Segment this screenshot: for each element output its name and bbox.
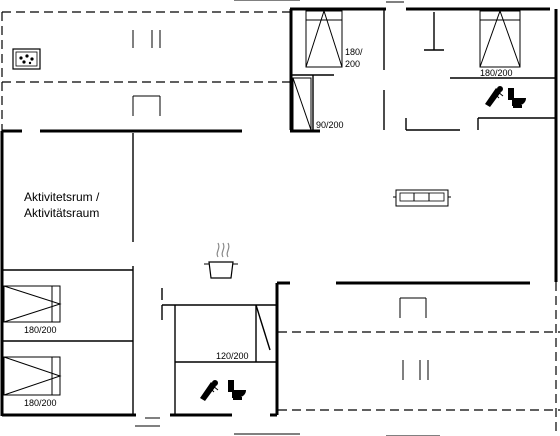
room-label-activity-line2: Aktivitätsraum bbox=[24, 206, 99, 220]
bed-label-left-lower: 180/200 bbox=[24, 398, 57, 408]
interior-walls bbox=[2, 9, 556, 415]
bed-left-lower bbox=[3, 356, 62, 396]
toilet-icon-top bbox=[508, 88, 526, 108]
shower-icon-top bbox=[485, 86, 504, 107]
sofa-icon bbox=[393, 189, 451, 207]
bed-label-center-single: 120/200 bbox=[216, 351, 249, 361]
bed-top-left bbox=[305, 9, 343, 68]
toilet-icon-center bbox=[228, 380, 246, 400]
cooking-pot-icon bbox=[204, 242, 238, 279]
bed-label-top-right: 180/200 bbox=[480, 68, 513, 78]
bed-top-right bbox=[479, 9, 521, 68]
bed-label-single-top: 90/200 bbox=[316, 120, 344, 130]
shower-icon-center bbox=[200, 380, 219, 401]
window-marks bbox=[132, 0, 440, 436]
bed-label-top-left-a: 180/ bbox=[345, 47, 363, 57]
bed-label-top-left-b: 200 bbox=[345, 59, 360, 69]
bed-single-top bbox=[292, 77, 312, 131]
exterior-walls bbox=[0, 7, 558, 417]
spa-icon bbox=[12, 48, 41, 70]
bed-label-left-upper: 180/200 bbox=[24, 325, 57, 335]
terrace-outline-bottom-right bbox=[278, 282, 560, 436]
terrace-outline-top-left bbox=[1, 11, 290, 132]
bed-left-upper bbox=[3, 285, 62, 323]
room-label-activity-line1: Aktivitetsrum / bbox=[24, 190, 100, 204]
